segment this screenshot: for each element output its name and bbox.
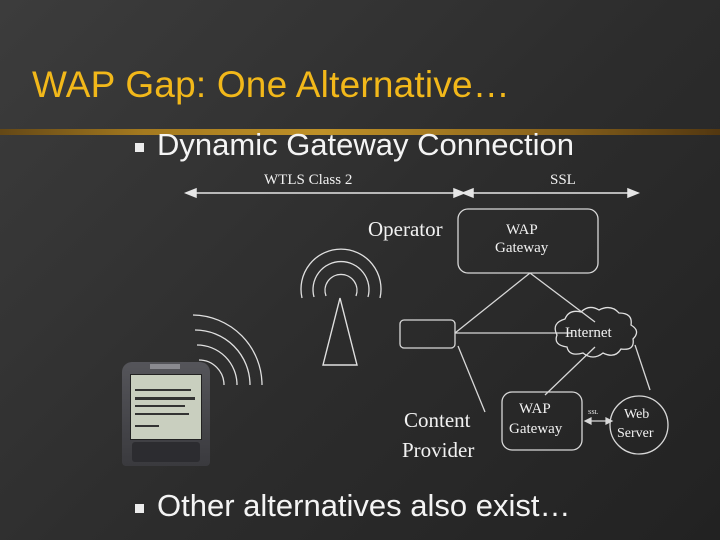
bullet-other-alternatives: Other alternatives also exist… bbox=[157, 488, 571, 523]
internet-cloud-icon bbox=[554, 306, 638, 358]
gateway-bottom-line1: WAP bbox=[519, 401, 551, 417]
base-station-box bbox=[399, 319, 456, 349]
title-divider bbox=[0, 129, 720, 135]
phone-keypad bbox=[132, 442, 200, 462]
bullet-dynamic-gateway: Dynamic Gateway Connection bbox=[157, 127, 574, 162]
web-server-circle bbox=[609, 395, 669, 455]
phone-waves-icon bbox=[192, 314, 263, 386]
internet-label: Internet bbox=[565, 325, 612, 341]
wtls-label: WTLS Class 2 bbox=[264, 172, 353, 188]
wap-gateway-box-bottom bbox=[501, 391, 583, 451]
web-server-line2: Server bbox=[617, 426, 654, 441]
phone-brand-strip bbox=[150, 364, 180, 369]
ssl-label: SSL bbox=[550, 172, 576, 188]
bullet-marker bbox=[135, 143, 144, 152]
antenna-icon bbox=[322, 297, 358, 366]
antenna-waves-icon bbox=[300, 248, 382, 299]
slide-title: WAP Gap: One Alternative… bbox=[32, 64, 510, 105]
ssl-arrow bbox=[460, 187, 641, 199]
bullet-marker bbox=[135, 504, 144, 513]
connection-lines bbox=[454, 272, 651, 413]
mobile-phone-icon bbox=[122, 362, 210, 466]
small-ssl-arrow bbox=[583, 417, 614, 425]
wap-gateway-box-top bbox=[457, 208, 599, 274]
gateway-top-line1: WAP bbox=[506, 222, 538, 238]
operator-label: Operator bbox=[368, 217, 443, 241]
wtls-arrow bbox=[183, 187, 467, 199]
web-server-line1: Web bbox=[624, 407, 650, 422]
phone-screen bbox=[130, 374, 202, 440]
gateway-bottom-line2: Gateway bbox=[509, 421, 563, 437]
gateway-top-line2: Gateway bbox=[495, 240, 549, 256]
small-ssl-label: SSL bbox=[588, 410, 599, 416]
content-provider-line2: Provider bbox=[402, 438, 475, 462]
content-provider-line1: Content bbox=[404, 408, 471, 432]
